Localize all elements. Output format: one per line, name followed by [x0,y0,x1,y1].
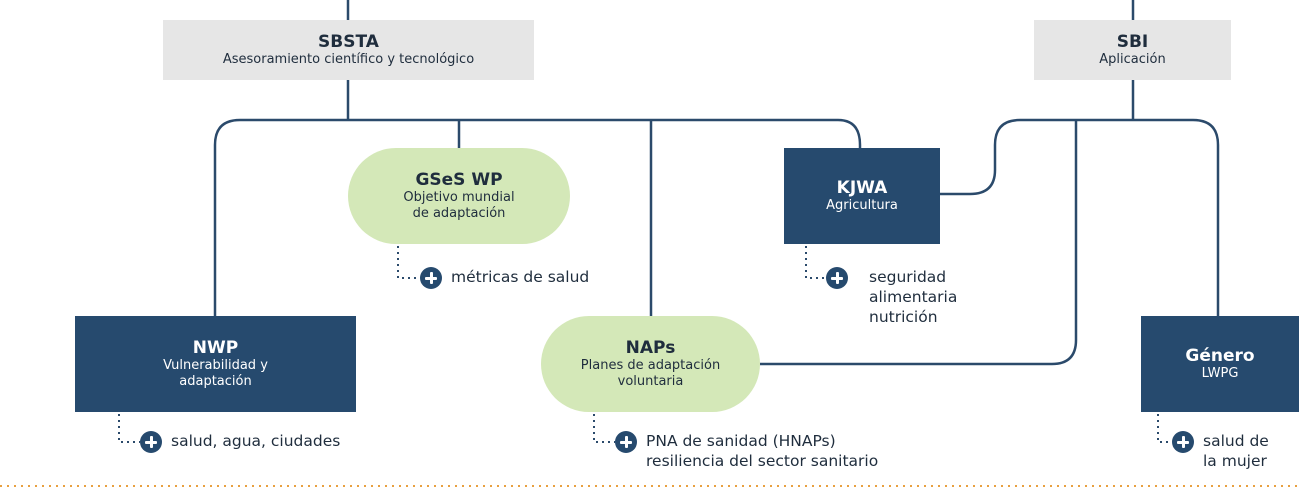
note-kjwa-text: seguridad alimentaria nutrición [869,268,958,326]
note-nwp-text: salud, agua, ciudades [171,432,341,450]
plus-circle-icon [826,267,848,289]
note-nwp: salud, agua, ciudades [140,431,340,453]
note-genero-text: salud de la mujer [1203,432,1269,470]
sbi-title: SBI [1116,32,1149,52]
nwp-box: NWP Vulnerabilidad y adaptación [75,316,356,412]
sbsta-box: SBSTA Asesoramiento científico y tecnoló… [163,20,534,80]
sbsta-title: SBSTA [318,32,379,52]
note-naps-text: PNA de sanidad (HNAPs) resiliencia del s… [646,432,879,470]
genero-box: Género LWPG [1141,316,1299,412]
sbsta-subtitle: Asesoramiento científico y tecnológico [222,52,475,67]
sbi-box: SBI Aplicación [1034,20,1231,80]
gses-subtitle: Objetivo mundial de adaptación [403,190,515,221]
genero-subtitle: LWPG [1201,366,1239,381]
leader-naps [593,414,615,443]
nwp-title: NWP [192,338,239,358]
plus-circle-icon [615,431,637,453]
naps-pill: NAPs Planes de adaptación voluntaria [541,316,760,412]
kjwa-subtitle: Agricultura [826,198,898,213]
sbsta-bar [213,118,862,316]
plus-circle-icon [140,431,162,453]
sbi-subtitle: Aplicación [1099,52,1166,67]
note-gses-text: métricas de salud [451,268,590,286]
note-gses: métricas de salud [420,267,589,289]
sbi-to-naps [760,120,1078,366]
leader-kjwa [805,246,826,279]
kjwa-box: KJWA Agricultura [784,148,940,244]
leader-gses [397,246,420,279]
sbi-bar [940,118,1220,316]
leader-genero [1157,414,1172,443]
note-genero: salud de la mujer [1172,431,1269,471]
kjwa-title: KJWA [836,178,888,198]
gses-title: GSeS WP [415,170,503,190]
note-naps: PNA de sanidad (HNAPs) resiliencia del s… [615,431,878,471]
plus-circle-icon [1172,431,1194,453]
genero-title: Género [1185,346,1255,366]
plus-circle-icon [420,267,442,289]
naps-title: NAPs [625,338,676,358]
leader-nwp [118,414,140,443]
nwp-subtitle: Vulnerabilidad y adaptación [163,358,268,389]
note-kjwa: seguridad alimentaria nutrición [826,267,957,327]
gses-wp-pill: GSeS WP Objetivo mundial de adaptación [348,148,570,244]
naps-subtitle: Planes de adaptación voluntaria [580,358,721,389]
